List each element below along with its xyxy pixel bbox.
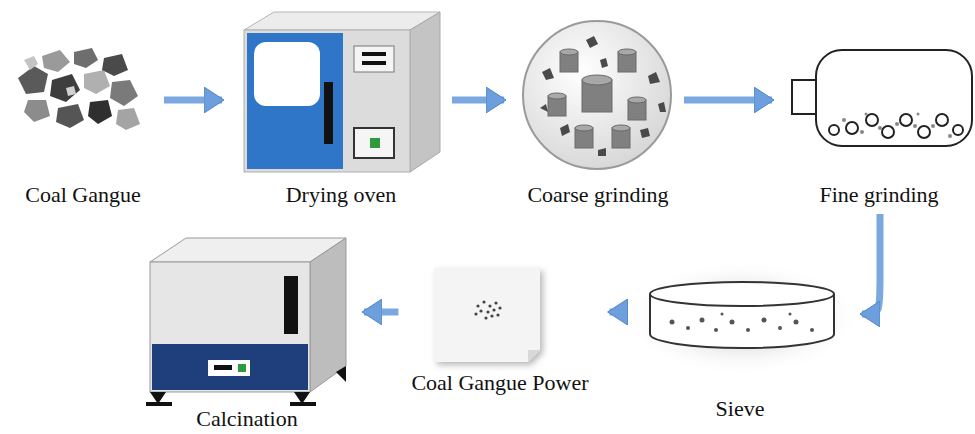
fine-grinding-mill <box>792 50 972 146</box>
drying-oven <box>244 12 440 172</box>
process-step: Fine grinding <box>786 44 972 208</box>
step-label: Fine grinding <box>816 182 941 208</box>
step-label: Coarse grinding <box>524 182 671 208</box>
coarse-grinding-jar <box>523 21 671 169</box>
step-label: Coal Gangue Power <box>408 370 591 396</box>
sieve <box>622 260 862 376</box>
step-label: Calcination <box>193 406 300 432</box>
step-label: Sieve <box>713 396 768 422</box>
powder-paper <box>434 268 540 362</box>
step-label: Coal Gangue <box>22 182 143 208</box>
step-label: Drying oven <box>283 182 400 208</box>
calcination-furnace <box>146 238 346 406</box>
process-step: Coal Gangue <box>8 40 158 208</box>
process-step: Coarse grinding <box>518 18 678 208</box>
flow-arrow <box>452 97 504 104</box>
process-step: Calcination <box>144 232 350 432</box>
flow-arrow <box>164 97 222 104</box>
flow-arrow <box>364 309 398 316</box>
flow-arrow <box>610 309 626 316</box>
process-step: Drying oven <box>236 8 446 208</box>
gangue-rocks <box>18 48 140 130</box>
flow-arrow <box>862 214 880 314</box>
flow-arrow <box>684 97 772 104</box>
process-step: Sieve <box>632 262 848 422</box>
process-step: Coal Gangue Power <box>404 262 595 396</box>
